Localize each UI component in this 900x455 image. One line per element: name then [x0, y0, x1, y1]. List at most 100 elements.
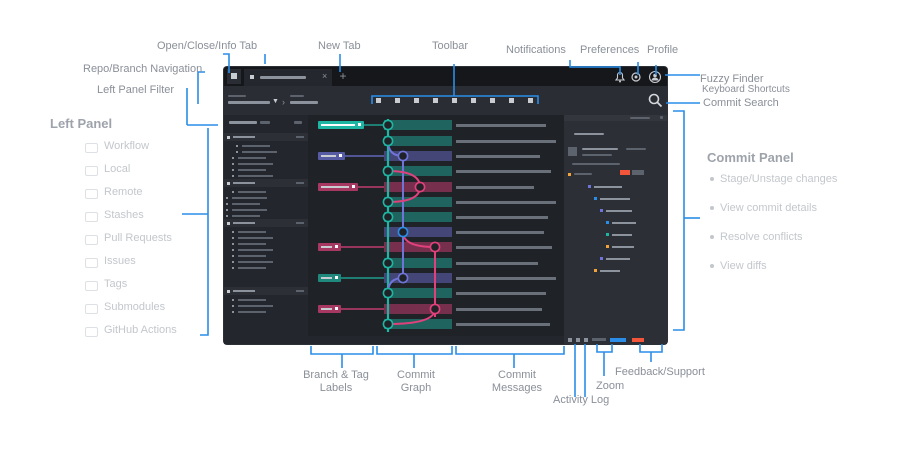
commit-node[interactable] — [397, 272, 409, 284]
file-name[interactable] — [606, 258, 630, 260]
commit-row-highlight[interactable] — [384, 166, 452, 176]
commit-row-highlight[interactable] — [384, 227, 452, 237]
commit-row-highlight[interactable] — [384, 258, 452, 268]
commit-node[interactable] — [382, 196, 394, 208]
toolbar-button-icon[interactable] — [471, 98, 476, 103]
list-item[interactable] — [238, 249, 273, 251]
left-panel-section-header[interactable] — [224, 287, 308, 295]
toolbar-button-icon[interactable] — [452, 98, 457, 103]
commit-row-highlight[interactable] — [384, 212, 452, 222]
commit-row-highlight[interactable] — [384, 242, 452, 252]
commit-row-highlight[interactable] — [384, 151, 452, 161]
support-button[interactable] — [632, 338, 644, 342]
list-item[interactable] — [232, 215, 260, 217]
list-item[interactable] — [238, 305, 273, 307]
commit-node[interactable] — [397, 226, 409, 238]
commit-message[interactable] — [456, 246, 552, 249]
home-tab[interactable] — [227, 69, 241, 84]
commit-message[interactable] — [456, 186, 534, 189]
list-item[interactable] — [242, 151, 277, 153]
commit-node[interactable] — [382, 211, 394, 223]
commit-node[interactable] — [382, 135, 394, 147]
zoom-out-icon[interactable] — [576, 338, 580, 342]
list-item[interactable] — [242, 145, 270, 147]
file-name[interactable] — [612, 246, 634, 248]
branch-name[interactable] — [290, 101, 318, 104]
list-item-icon — [232, 255, 234, 257]
list-item[interactable] — [238, 311, 266, 313]
activity-log-icon[interactable] — [568, 338, 572, 342]
toolbar-button-icon[interactable] — [490, 98, 495, 103]
left-panel-section-header[interactable] — [224, 133, 308, 141]
list-item[interactable] — [238, 261, 273, 263]
commit-row-highlight[interactable] — [384, 288, 452, 298]
commit-node[interactable] — [382, 257, 394, 269]
list-item[interactable] — [238, 157, 266, 159]
section-label — [233, 290, 255, 292]
commit-node[interactable] — [414, 181, 426, 193]
commit-row-highlight[interactable] — [384, 197, 452, 207]
section-icon — [227, 136, 230, 139]
search-icon[interactable] — [224, 86, 667, 115]
commit-message[interactable] — [456, 231, 544, 234]
left-panel-section-header[interactable] — [224, 219, 308, 227]
list-item[interactable] — [238, 191, 266, 193]
commit-message[interactable] — [456, 155, 540, 158]
commit-message[interactable] — [456, 323, 550, 326]
commit-message[interactable] — [456, 124, 546, 127]
close-tab-icon[interactable]: × — [322, 71, 328, 81]
commit-node[interactable] — [382, 287, 394, 299]
commit-node[interactable] — [382, 165, 394, 177]
commit-row-highlight[interactable] — [384, 319, 452, 329]
commit-row-highlight[interactable] — [384, 273, 452, 283]
chevron-down-icon[interactable]: ▼ — [272, 98, 279, 105]
commit-message[interactable] — [456, 170, 551, 173]
list-item-icon — [232, 249, 234, 251]
toolbar-button-icon[interactable] — [509, 98, 514, 103]
toolbar-button-icon[interactable] — [395, 98, 400, 103]
file-name[interactable] — [594, 186, 622, 188]
commit-row-highlight[interactable] — [384, 136, 452, 146]
commit-row-highlight[interactable] — [384, 120, 452, 130]
file-name[interactable] — [600, 198, 630, 200]
commit-message[interactable] — [456, 308, 542, 311]
list-item[interactable] — [238, 267, 266, 269]
zoom-in-icon[interactable] — [584, 338, 588, 342]
feedback-button[interactable] — [610, 338, 626, 342]
list-item[interactable] — [232, 209, 267, 211]
toolbar-button-icon[interactable] — [414, 98, 419, 103]
repo-tab[interactable]: × — [244, 69, 332, 86]
commit-node[interactable] — [382, 318, 394, 330]
commit-node[interactable] — [429, 303, 441, 315]
list-item[interactable] — [238, 175, 273, 177]
left-panel-section-header[interactable] — [224, 179, 308, 187]
toolbar-button-icon[interactable] — [376, 98, 381, 103]
file-name[interactable] — [612, 222, 636, 224]
list-item[interactable] — [238, 243, 266, 245]
new-tab-button[interactable]: + — [336, 69, 350, 84]
commit-row-highlight[interactable] — [384, 304, 452, 314]
list-item[interactable] — [238, 231, 266, 233]
commit-node[interactable] — [397, 150, 409, 162]
file-name[interactable] — [600, 270, 620, 272]
file-name[interactable] — [606, 210, 632, 212]
repo-name[interactable] — [228, 101, 270, 104]
list-item[interactable] — [238, 169, 266, 171]
commit-message[interactable] — [456, 277, 556, 280]
left-panel-filter[interactable] — [226, 119, 306, 127]
commit-message[interactable] — [456, 262, 538, 265]
list-item[interactable] — [232, 197, 267, 199]
commit-message[interactable] — [456, 140, 556, 143]
commit-message[interactable] — [456, 292, 546, 295]
list-item[interactable] — [238, 237, 273, 239]
list-item[interactable] — [238, 163, 273, 165]
commit-message[interactable] — [456, 201, 556, 204]
toolbar-button-icon[interactable] — [528, 98, 533, 103]
commit-message[interactable] — [456, 216, 548, 219]
list-item[interactable] — [238, 299, 266, 301]
toolbar-button-icon[interactable] — [433, 98, 438, 103]
list-item[interactable] — [238, 255, 266, 257]
file-name[interactable] — [612, 234, 632, 236]
list-item[interactable] — [232, 203, 260, 205]
commit-node[interactable] — [429, 241, 441, 253]
